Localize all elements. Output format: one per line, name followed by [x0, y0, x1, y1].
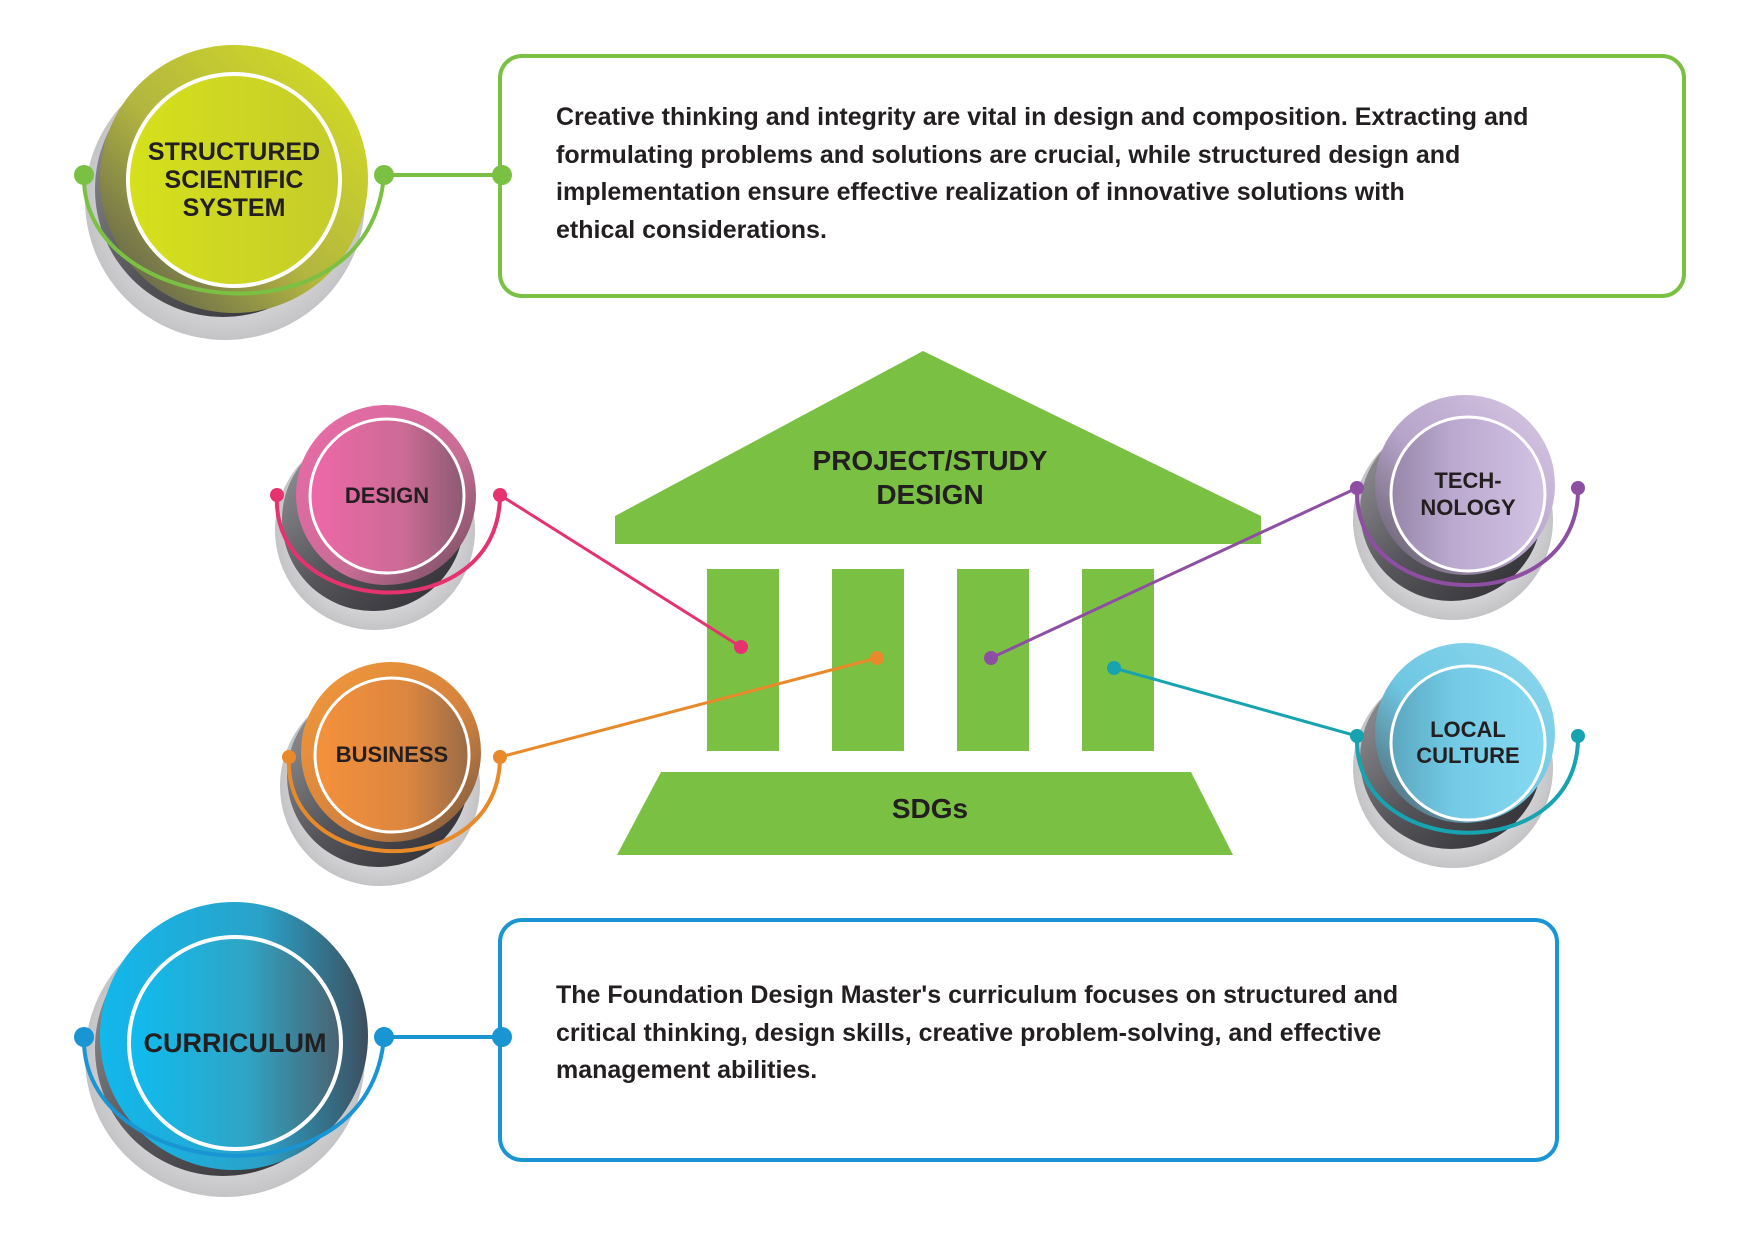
label-line: CULTURE — [1416, 743, 1520, 768]
node-dot-left — [74, 1027, 94, 1047]
label-line: CURRICULUM — [143, 1027, 327, 1058]
node-connector-arc — [1354, 487, 1581, 588]
design-connector-line — [499, 493, 742, 649]
node-dot-right — [1571, 481, 1585, 495]
node-dot-left — [74, 165, 94, 185]
node-connector-arc — [81, 1036, 386, 1158]
temple-base — [617, 772, 1233, 855]
label-line: SCIENTIFIC — [164, 166, 304, 194]
pillar-dot-business — [870, 651, 884, 665]
design-label: DESIGN — [312, 421, 462, 571]
node-dot-right — [1571, 729, 1585, 743]
technology-label: TECH- NOLOGY — [1393, 419, 1543, 569]
node-dot-left — [270, 488, 284, 502]
node-inner-circle — [313, 676, 471, 834]
sdgs-label: SDGs — [891, 793, 969, 824]
technology-connector-line — [990, 486, 1358, 660]
description-line: critical thinking, design skills, creati… — [556, 1018, 1382, 1047]
node-connector-arc — [274, 494, 502, 595]
label-line: TECH- — [1434, 468, 1502, 493]
label-line: BUSINESS — [335, 742, 449, 767]
description-line: The Foundation Design Master's curriculu… — [556, 981, 1399, 1009]
structured-scientific-system-label: STRUCTURED SCIENTIFIC SYSTEM — [128, 74, 340, 286]
technology-node — [984, 395, 1585, 665]
label-line: NOLOGY — [1420, 495, 1516, 520]
node-inner-circle — [1389, 415, 1547, 573]
temple-pillar-1 — [707, 569, 779, 751]
label-line: DESIGN — [344, 483, 430, 508]
temple-graphic — [615, 351, 1261, 855]
box-dot — [492, 165, 512, 185]
label-line: PROJECT/STUDY — [812, 445, 1048, 476]
node-inner-circle — [1389, 664, 1547, 822]
node-connector-arc — [1354, 735, 1581, 835]
temple-base-label: SDGs — [830, 792, 1030, 826]
node-dot-left — [282, 750, 296, 764]
curriculum-label: CURRICULUM — [129, 937, 341, 1149]
description-line: ethical considerations. — [556, 215, 827, 244]
description-line: management abilities. — [556, 1056, 818, 1084]
pillar-dot-local-culture — [1107, 661, 1121, 675]
label-line: STRUCTURED — [147, 138, 321, 166]
business-node — [280, 651, 884, 886]
local-culture-connector-line — [1113, 666, 1358, 738]
description-line: implementation ensure effective realizat… — [556, 178, 1405, 206]
top-description-text: Creative thinking and integrity are vita… — [556, 99, 1528, 249]
local-culture-node — [1107, 643, 1585, 868]
node-inner-circle — [127, 935, 343, 1151]
node-connector-arc — [81, 174, 386, 296]
temple-roof — [615, 351, 1261, 544]
box-dot — [492, 1027, 512, 1047]
description-line: Creative thinking and integrity are vita… — [556, 103, 1529, 131]
temple-pillar-4 — [1082, 569, 1154, 751]
label-line: LOCAL — [1430, 717, 1506, 742]
design-node — [270, 405, 748, 654]
bottom-description-text: The Foundation Design Master's curriculu… — [556, 977, 1398, 1090]
node-inner-circle — [126, 72, 342, 288]
temple-roof-label: PROJECT/STUDY DESIGN — [720, 444, 1140, 512]
curriculum-node — [74, 902, 512, 1197]
label-line: SYSTEM — [182, 194, 286, 222]
business-label: BUSINESS — [317, 680, 467, 830]
local-culture-label: LOCAL CULTURE — [1393, 668, 1543, 818]
pillar-dot-design — [734, 640, 748, 654]
node-connector-arc — [286, 756, 502, 854]
label-line: DESIGN — [876, 479, 984, 510]
description-line: formulating problems and solutions are c… — [556, 140, 1461, 169]
pillar-dot-technology — [984, 651, 998, 665]
node-inner-circle — [308, 417, 466, 575]
structured-scientific-system-node — [74, 45, 512, 340]
business-connector-line — [499, 656, 878, 759]
